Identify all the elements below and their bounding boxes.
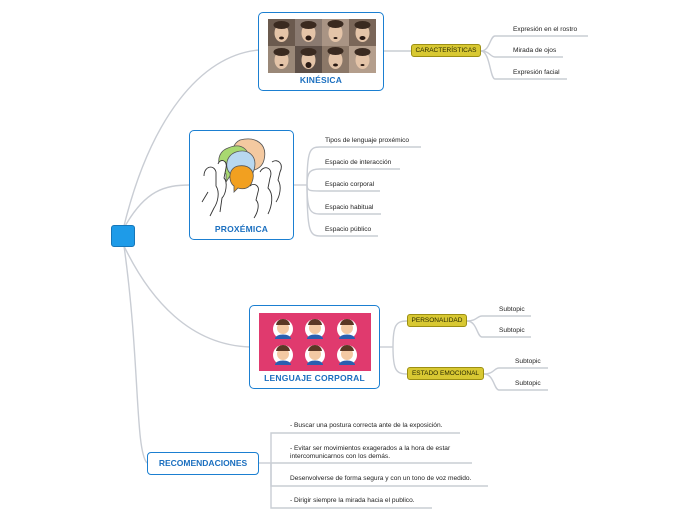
personalidad-leaf-2[interactable]: Subtopic bbox=[499, 327, 525, 334]
recomendaciones-leaf-3[interactable]: Desenvolverse de forma segura y con un t… bbox=[290, 475, 472, 482]
kinesica-title: KINÉSICA bbox=[299, 75, 343, 85]
kinesica-node[interactable]: KINÉSICA bbox=[258, 12, 384, 91]
estado-emocional-tag[interactable]: ESTADO EMOCIONAL bbox=[407, 367, 484, 380]
recomendaciones-node[interactable]: RECOMENDACIONES bbox=[147, 452, 259, 475]
kinesica-leaf-1[interactable]: Expresión en el rostro bbox=[513, 26, 578, 33]
caracteristicas-tag[interactable]: CARACTERÍSTICAS bbox=[411, 44, 481, 57]
kinesica-leaf-3[interactable]: Expresión facial bbox=[513, 69, 560, 76]
proxemica-leaf-2[interactable]: Espacio de interacción bbox=[325, 159, 392, 166]
avatars-grid-illustration bbox=[259, 313, 371, 371]
lenguaje-corporal-node[interactable]: LENGUAJE CORPORAL bbox=[249, 305, 380, 389]
estado-emocional-leaf-1[interactable]: Subtopic bbox=[515, 358, 541, 365]
recomendaciones-leaf-2[interactable]: - Evitar ser movimientos exagerados a la… bbox=[290, 445, 451, 460]
proxemica-leaf-4[interactable]: Espacio habitual bbox=[325, 204, 374, 211]
proxemica-leaf-3[interactable]: Espacio corporal bbox=[325, 181, 375, 188]
kinesica-leaf-2[interactable]: Mirada de ojos bbox=[513, 47, 557, 54]
proxemica-leaf-5[interactable]: Espacio público bbox=[325, 226, 372, 233]
recomendaciones-leaf-1[interactable]: - Buscar una postura correcta ante de la… bbox=[290, 422, 443, 429]
proxemica-leaf-1[interactable]: Tipos de lenguaje proxémico bbox=[325, 137, 410, 144]
estado-emocional-leaf-2[interactable]: Subtopic bbox=[515, 380, 541, 387]
lenguaje-corporal-title: LENGUAJE CORPORAL bbox=[264, 373, 365, 383]
central-topic[interactable] bbox=[111, 225, 135, 247]
proxemica-title: PROXÉMICA bbox=[214, 224, 269, 234]
personalidad-leaf-1[interactable]: Subtopic bbox=[499, 306, 525, 313]
personalidad-tag[interactable]: PERSONALIDAD bbox=[407, 314, 467, 327]
speech-bubbles-illustration bbox=[198, 136, 286, 221]
faces-photo-grid bbox=[268, 19, 376, 73]
proxemica-node[interactable]: PROXÉMICA bbox=[189, 130, 294, 240]
recomendaciones-leaf-4[interactable]: - Dirigir siempre la mirada hacia el pub… bbox=[290, 497, 415, 504]
